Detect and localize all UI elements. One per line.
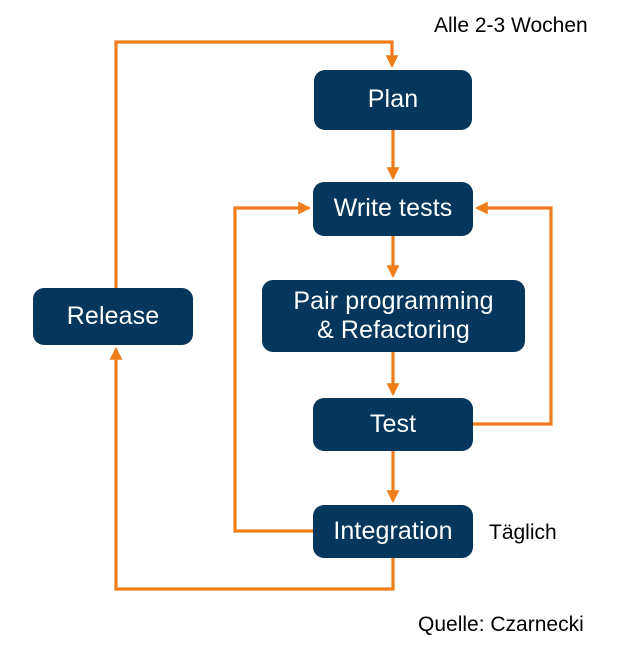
node-test[interactable]: Test [313, 398, 473, 451]
node-pair-programming[interactable]: Pair programming & Refactoring [262, 280, 525, 352]
node-plan[interactable]: Plan [314, 70, 472, 130]
node-release[interactable]: Release [33, 288, 193, 345]
node-integration[interactable]: Integration [313, 505, 473, 558]
connector-integration-to-write-tests-loop [233, 201, 313, 533]
node-pair-programming-label: Pair programming & Refactoring [293, 286, 494, 345]
connector-test-to-write-tests-loop [473, 201, 553, 426]
node-test-label: Test [369, 409, 417, 438]
caption-release-cadence: Alle 2-3 Wochen [434, 14, 588, 37]
connector-release-to-plan [114, 40, 399, 288]
caption-source: Quelle: Czarnecki [418, 613, 584, 636]
connector-integration-to-release [109, 346, 395, 591]
node-write-tests[interactable]: Write tests [313, 182, 473, 236]
caption-integration-cadence: Täglich [489, 521, 557, 544]
node-release-label: Release [66, 301, 160, 330]
node-write-tests-label: Write tests [333, 194, 453, 223]
node-plan-label: Plan [367, 85, 419, 114]
node-integration-label: Integration [333, 516, 453, 545]
